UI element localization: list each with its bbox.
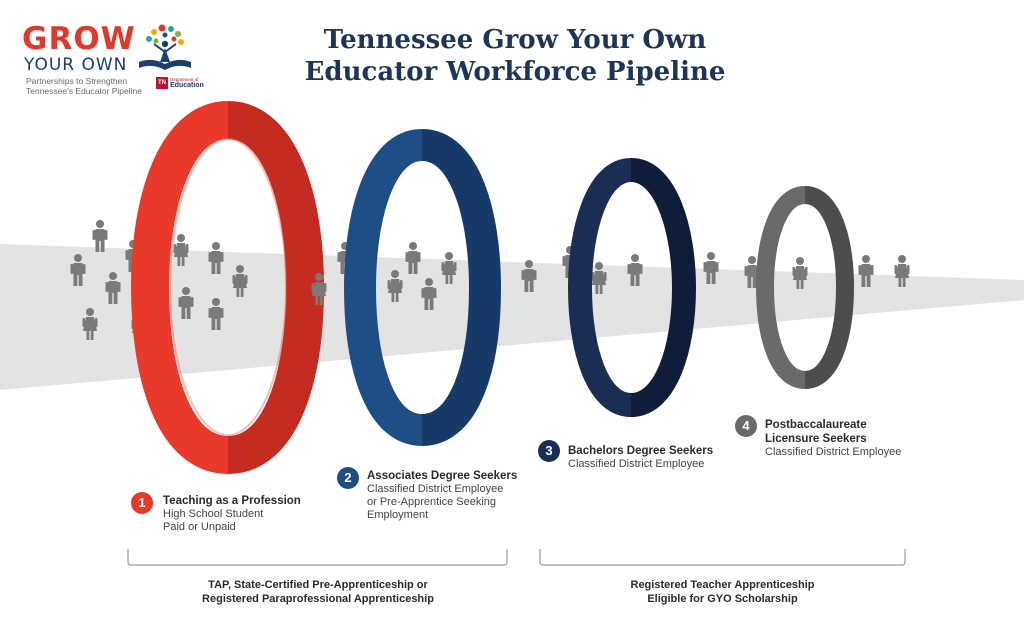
- ring4-back: [803, 186, 855, 389]
- group-1-line1: TAP, State-Certified Pre-Apprenticeship …: [208, 579, 428, 591]
- bracket-left: [127, 549, 508, 566]
- title-line2: Educator Workforce Pipeline: [304, 57, 726, 87]
- step-2-title: Associates Degree Seekers: [367, 470, 518, 482]
- ring3-front: [567, 158, 633, 417]
- step-3-title: Bachelors Degree Seekers: [568, 445, 714, 457]
- logo-tagline-line1: Partnerships to Strengthen: [26, 76, 128, 86]
- person-icon: [92, 220, 108, 252]
- tree-book-icon: [139, 24, 191, 70]
- ring1-front: [130, 101, 230, 474]
- group-2-line2: Eligible for GYO Scholarship: [647, 593, 798, 605]
- step-1-desc1: High School Student: [163, 508, 264, 520]
- logo-your-own-text: YOUR OWN: [24, 55, 128, 75]
- title-line1: Tennessee Grow Your Own: [323, 25, 707, 55]
- step-1-desc2: Paid or Unpaid: [163, 521, 236, 533]
- group-1-line2: Registered Paraprofessional Apprenticesh…: [202, 593, 434, 605]
- step-4-badge: 4: [735, 415, 757, 437]
- ring1-back: [226, 101, 325, 474]
- step-4-title1: Postbaccalaureate: [765, 419, 867, 431]
- group-1-label: TAP, State-Certified Pre-Apprenticeship …: [148, 578, 488, 606]
- logo-grow-text: GROW: [22, 21, 136, 57]
- step-2-desc1: Classified District Employee: [367, 483, 504, 495]
- step-1-title: Teaching as a Profession: [163, 495, 301, 507]
- step-3-badge: 3: [538, 440, 560, 462]
- step-2-badge: 2: [337, 467, 359, 489]
- step-2-desc3: Employment: [367, 509, 429, 521]
- step-4-title2: Licensure Seekers: [765, 433, 867, 445]
- dept-line2: Education: [170, 82, 204, 89]
- tn-badge-icon: TN: [156, 77, 168, 89]
- step-3-desc1: Classified District Employee: [568, 458, 705, 470]
- group-2-label: Registered Teacher Apprenticeship Eligib…: [560, 578, 885, 606]
- logo-tagline: Partnerships to Strengthen Tennessee's E…: [26, 76, 156, 96]
- ring2-back: [420, 129, 502, 446]
- group-2-line1: Registered Teacher Apprenticeship: [630, 579, 815, 591]
- grow-your-own-logo: GROW YOUR OWN Partnerships to Strengthen…: [22, 22, 222, 102]
- page-title: Tennessee Grow Your Own Educator Workfor…: [300, 24, 730, 88]
- dept-line1: Department of: [170, 77, 199, 82]
- tn-department-badge: TN Department of Education: [156, 77, 216, 93]
- ring3-back: [629, 158, 697, 417]
- bracket-right: [539, 549, 906, 566]
- ring2-front: [343, 129, 424, 446]
- step-1-badge: 1: [131, 492, 153, 514]
- logo-tagline-line2: Tennessee's Educator Pipeline: [26, 86, 142, 96]
- step-4-desc1: Classified District Employee: [765, 446, 902, 458]
- ring4-front: [755, 186, 807, 389]
- step-2-desc2: or Pre-Apprentice Seeking: [367, 496, 497, 508]
